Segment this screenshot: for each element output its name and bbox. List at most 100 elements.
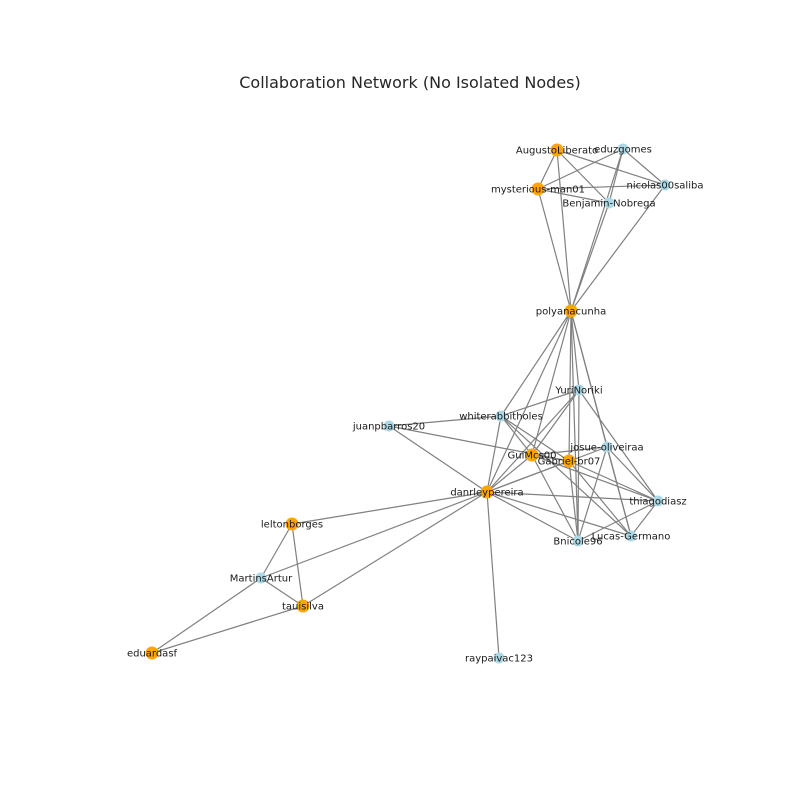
- node-whiterabbitholes: [495, 410, 507, 422]
- node-label-benjamin-nobrega: Benjamin-Nobrega: [562, 199, 655, 210]
- edge-guimcs00-bnicole96: [531, 454, 579, 542]
- edge-polyanacunha-whiterabbitholes: [500, 310, 572, 417]
- nodes-layer: [145, 143, 671, 664]
- node-raypaivac123: [493, 652, 505, 664]
- edge-polyanacunha-gabriel-br07: [568, 310, 572, 462]
- edge-josue-oliveiraa-thiagodiasz: [606, 446, 659, 502]
- node-label-yurinoriki: YuriNoriki: [554, 386, 602, 397]
- node-eduzgomes: [617, 143, 629, 155]
- node-label-gabriel-br07: Gabriel-br07: [538, 457, 601, 468]
- edge-josue-oliveiraa-lucas-germano: [606, 446, 632, 537]
- node-label-augustoliberato: AugustoLiberato: [516, 146, 598, 157]
- node-label-mysterious-man01: mysterious-man01: [491, 185, 585, 196]
- node-tauisilva: [296, 599, 310, 613]
- edge-leltonborges-martinsartur: [260, 523, 293, 579]
- node-label-tauisilva: tauisilva: [282, 602, 324, 613]
- edge-augustoliberato-polyanacunha: [556, 149, 572, 312]
- edge-juanpbarros20-gabriel-br07: [388, 425, 570, 462]
- node-augustoliberato: [550, 143, 564, 157]
- node-yurinoriki: [573, 384, 585, 396]
- graph-title: Collaboration Network (No Isolated Nodes…: [239, 73, 580, 92]
- edge-polyanacunha-guimcs00: [531, 310, 572, 456]
- edge-eduzgomes-polyanacunha: [570, 148, 624, 312]
- edge-whiterabbitholes-danrleypereira: [486, 415, 502, 493]
- edge-eduzgomes-nicolas00saliba: [622, 148, 666, 186]
- edge-whiterabbitholes-juanpbarros20: [388, 415, 502, 427]
- edge-whiterabbitholes-guimcs00: [500, 415, 533, 456]
- edge-josue-oliveiraa-bnicole96: [577, 446, 608, 542]
- edge-yurinoriki-thiagodiasz: [578, 389, 659, 502]
- node-josue-oliveiraa: [601, 441, 613, 453]
- edge-danrleypereira-lucas-germano: [486, 491, 632, 537]
- edge-josue-oliveiraa-guimcs00: [531, 446, 608, 456]
- edges-layer: [151, 148, 666, 659]
- edge-augustoliberato-benjamin-nobrega: [556, 149, 610, 204]
- edge-polyanacunha-bnicole96: [570, 310, 579, 542]
- edge-yurinoriki-guimcs00: [531, 389, 580, 456]
- node-polyanacunha: [564, 304, 578, 318]
- edge-whiterabbitholes-gabriel-br07: [500, 415, 570, 462]
- edge-danrleypereira-thiagodiasz: [486, 491, 659, 502]
- node-thiagodiasz: [652, 495, 664, 507]
- node-label-bnicole96: Bnicole96: [553, 537, 602, 548]
- node-label-juanpbarros20: juanpbarros20: [352, 422, 425, 433]
- edge-augustoliberato-nicolas00saliba: [556, 149, 666, 186]
- edge-guimcs00-thiagodiasz: [531, 454, 659, 502]
- node-label-danrleypereira: danrleypereira: [450, 488, 523, 499]
- node-nicolas00saliba: [659, 179, 671, 191]
- edge-benjamin-nobrega-polyanacunha: [570, 202, 610, 312]
- edge-danrleypereira-martinsartur: [260, 491, 488, 579]
- edge-gabriel-br07-bnicole96: [568, 460, 579, 542]
- node-leltonborges: [285, 517, 299, 531]
- edge-nicolas00saliba-polyanacunha: [570, 184, 666, 312]
- edge-gabriel-br07-thiagodiasz: [568, 460, 659, 502]
- edge-mysterious-man01-benjamin-nobrega: [537, 188, 610, 204]
- edge-polyanacunha-yurinoriki: [570, 310, 580, 391]
- node-label-eduardasf: eduardasf: [127, 649, 178, 660]
- edge-yurinoriki-danrleypereira: [486, 389, 580, 493]
- node-guimcs00: [525, 448, 539, 462]
- edge-gabriel-br07-danrleypereira: [486, 460, 570, 493]
- node-label-nicolas00saliba: nicolas00saliba: [627, 181, 704, 192]
- node-label-polyanacunha: polyanacunha: [536, 307, 606, 318]
- edge-danrleypereira-bnicole96: [486, 491, 579, 542]
- edge-nicolas00saliba-mysterious-man01: [537, 184, 666, 190]
- edge-juanpbarros20-danrleypereira: [388, 425, 488, 493]
- edge-danrleypereira-leltonborges: [291, 491, 488, 525]
- node-label-martinsartur: MartinsArtur: [230, 574, 293, 585]
- edge-whiterabbitholes-lucas-germano: [500, 415, 632, 537]
- edge-polyanacunha-danrleypereira: [486, 310, 572, 493]
- node-label-thiagodiasz: thiagodiasz: [629, 497, 686, 508]
- node-bnicole96: [572, 535, 584, 547]
- edge-guimcs00-danrleypereira: [486, 454, 533, 493]
- edge-thiagodiasz-lucas-germano: [630, 500, 659, 537]
- node-juanpbarros20: [383, 420, 395, 432]
- node-gabriel-br07: [562, 454, 576, 468]
- edge-augustoliberato-mysterious-man01: [537, 149, 558, 190]
- node-label-leltonborges: leltonborges: [261, 520, 323, 531]
- node-label-eduzgomes: eduzgomes: [594, 145, 652, 156]
- edge-danrleypereira-raypaivac123: [486, 491, 500, 659]
- node-label-lucas-germano: Lucas-Germano: [592, 532, 671, 543]
- edge-eduzgomes-mysterious-man01: [537, 148, 624, 190]
- node-mysterious-man01: [531, 182, 545, 196]
- node-label-guimcs00: GuiMcs00: [508, 451, 557, 462]
- node-martinsartur: [255, 572, 267, 584]
- node-label-whiterabbitholes: whiterabbitholes: [459, 412, 543, 423]
- node-label-raypaivac123: raypaivac123: [465, 654, 533, 665]
- node-lucas-germano: [625, 530, 637, 542]
- edge-mysterious-man01-polyanacunha: [537, 188, 572, 312]
- edge-martinsartur-tauisilva: [260, 577, 304, 607]
- node-eduardasf: [145, 646, 159, 660]
- node-danrleypereira: [480, 485, 494, 499]
- edge-martinsartur-eduardasf: [151, 577, 262, 654]
- node-label-josue-oliveiraa: josue-oliveiraa: [569, 443, 643, 454]
- edge-tauisilva-eduardasf: [151, 605, 304, 654]
- node-benjamin-nobrega: [603, 197, 615, 209]
- edge-thiagodiasz-bnicole96: [577, 500, 659, 542]
- edge-danrleypereira-tauisilva: [302, 491, 488, 607]
- edge-yurinoriki-whiterabbitholes: [500, 389, 580, 417]
- edge-leltonborges-tauisilva: [291, 523, 304, 607]
